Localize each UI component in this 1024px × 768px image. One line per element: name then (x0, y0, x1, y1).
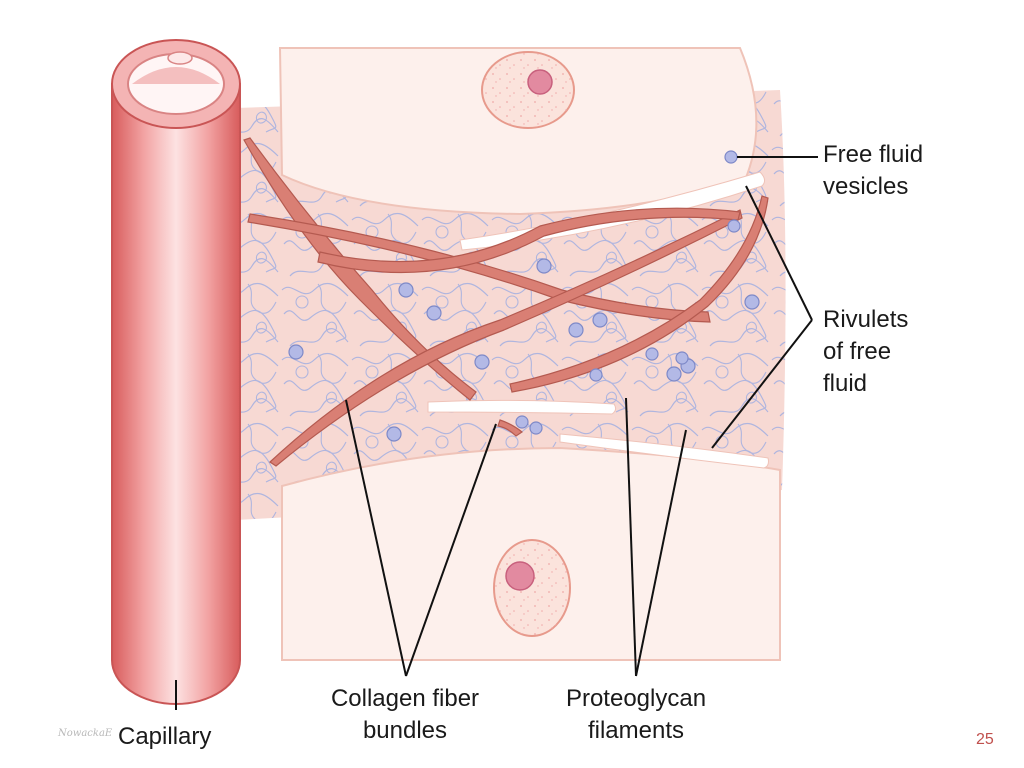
svg-text:Free fluid: Free fluid (823, 141, 923, 168)
svg-text:Rivulets: Rivulets (823, 306, 908, 333)
upper-tissue-cell (278, 47, 758, 216)
author-watermark: NowackaE (58, 728, 113, 739)
leader-lines (175, 156, 818, 710)
svg-text:Collagen fiber: Collagen fiber (331, 685, 479, 712)
label-rivulets-of-free-fluid: Rivulets of free fluid (823, 306, 908, 397)
label-collagen-fiber-bundles: Collagen fiber bundles (331, 685, 479, 744)
vesicle (675, 351, 689, 365)
label-proteoglycan-filaments: Proteoglycan filaments (566, 685, 706, 744)
label-capillary: Capillary (118, 723, 211, 750)
vesicle (589, 368, 603, 382)
vesicle (386, 426, 402, 442)
vesicle (398, 282, 414, 298)
upper-cell-nucleus (527, 69, 553, 95)
free-fluid-vesicles (288, 150, 760, 442)
lower-cell-nucleus (505, 561, 535, 591)
label-free-fluid-vesicles: Free fluid vesicles (823, 141, 923, 200)
vesicle (727, 219, 741, 233)
vesicle (474, 354, 490, 370)
lower-tissue-cell (281, 446, 781, 661)
vesicle (592, 312, 608, 328)
vesicle (288, 344, 304, 360)
slide-page-number: 25 (976, 731, 994, 748)
svg-text:vesicles: vesicles (823, 173, 908, 200)
svg-text:of free: of free (823, 338, 891, 365)
vesicle (536, 258, 552, 274)
svg-text:fluid: fluid (823, 370, 867, 397)
svg-text:bundles: bundles (363, 717, 447, 744)
vesicle (645, 347, 659, 361)
capillary (111, 39, 241, 705)
vesicle (426, 305, 442, 321)
vesicle (568, 322, 584, 338)
vesicle (724, 150, 738, 164)
vesicle (666, 366, 682, 382)
collagen-fibers (243, 137, 769, 467)
svg-text:filaments: filaments (588, 717, 684, 744)
vesicle (515, 415, 529, 429)
vesicle (529, 421, 543, 435)
vesicle (744, 294, 760, 310)
svg-text:Proteoglycan: Proteoglycan (566, 685, 706, 712)
